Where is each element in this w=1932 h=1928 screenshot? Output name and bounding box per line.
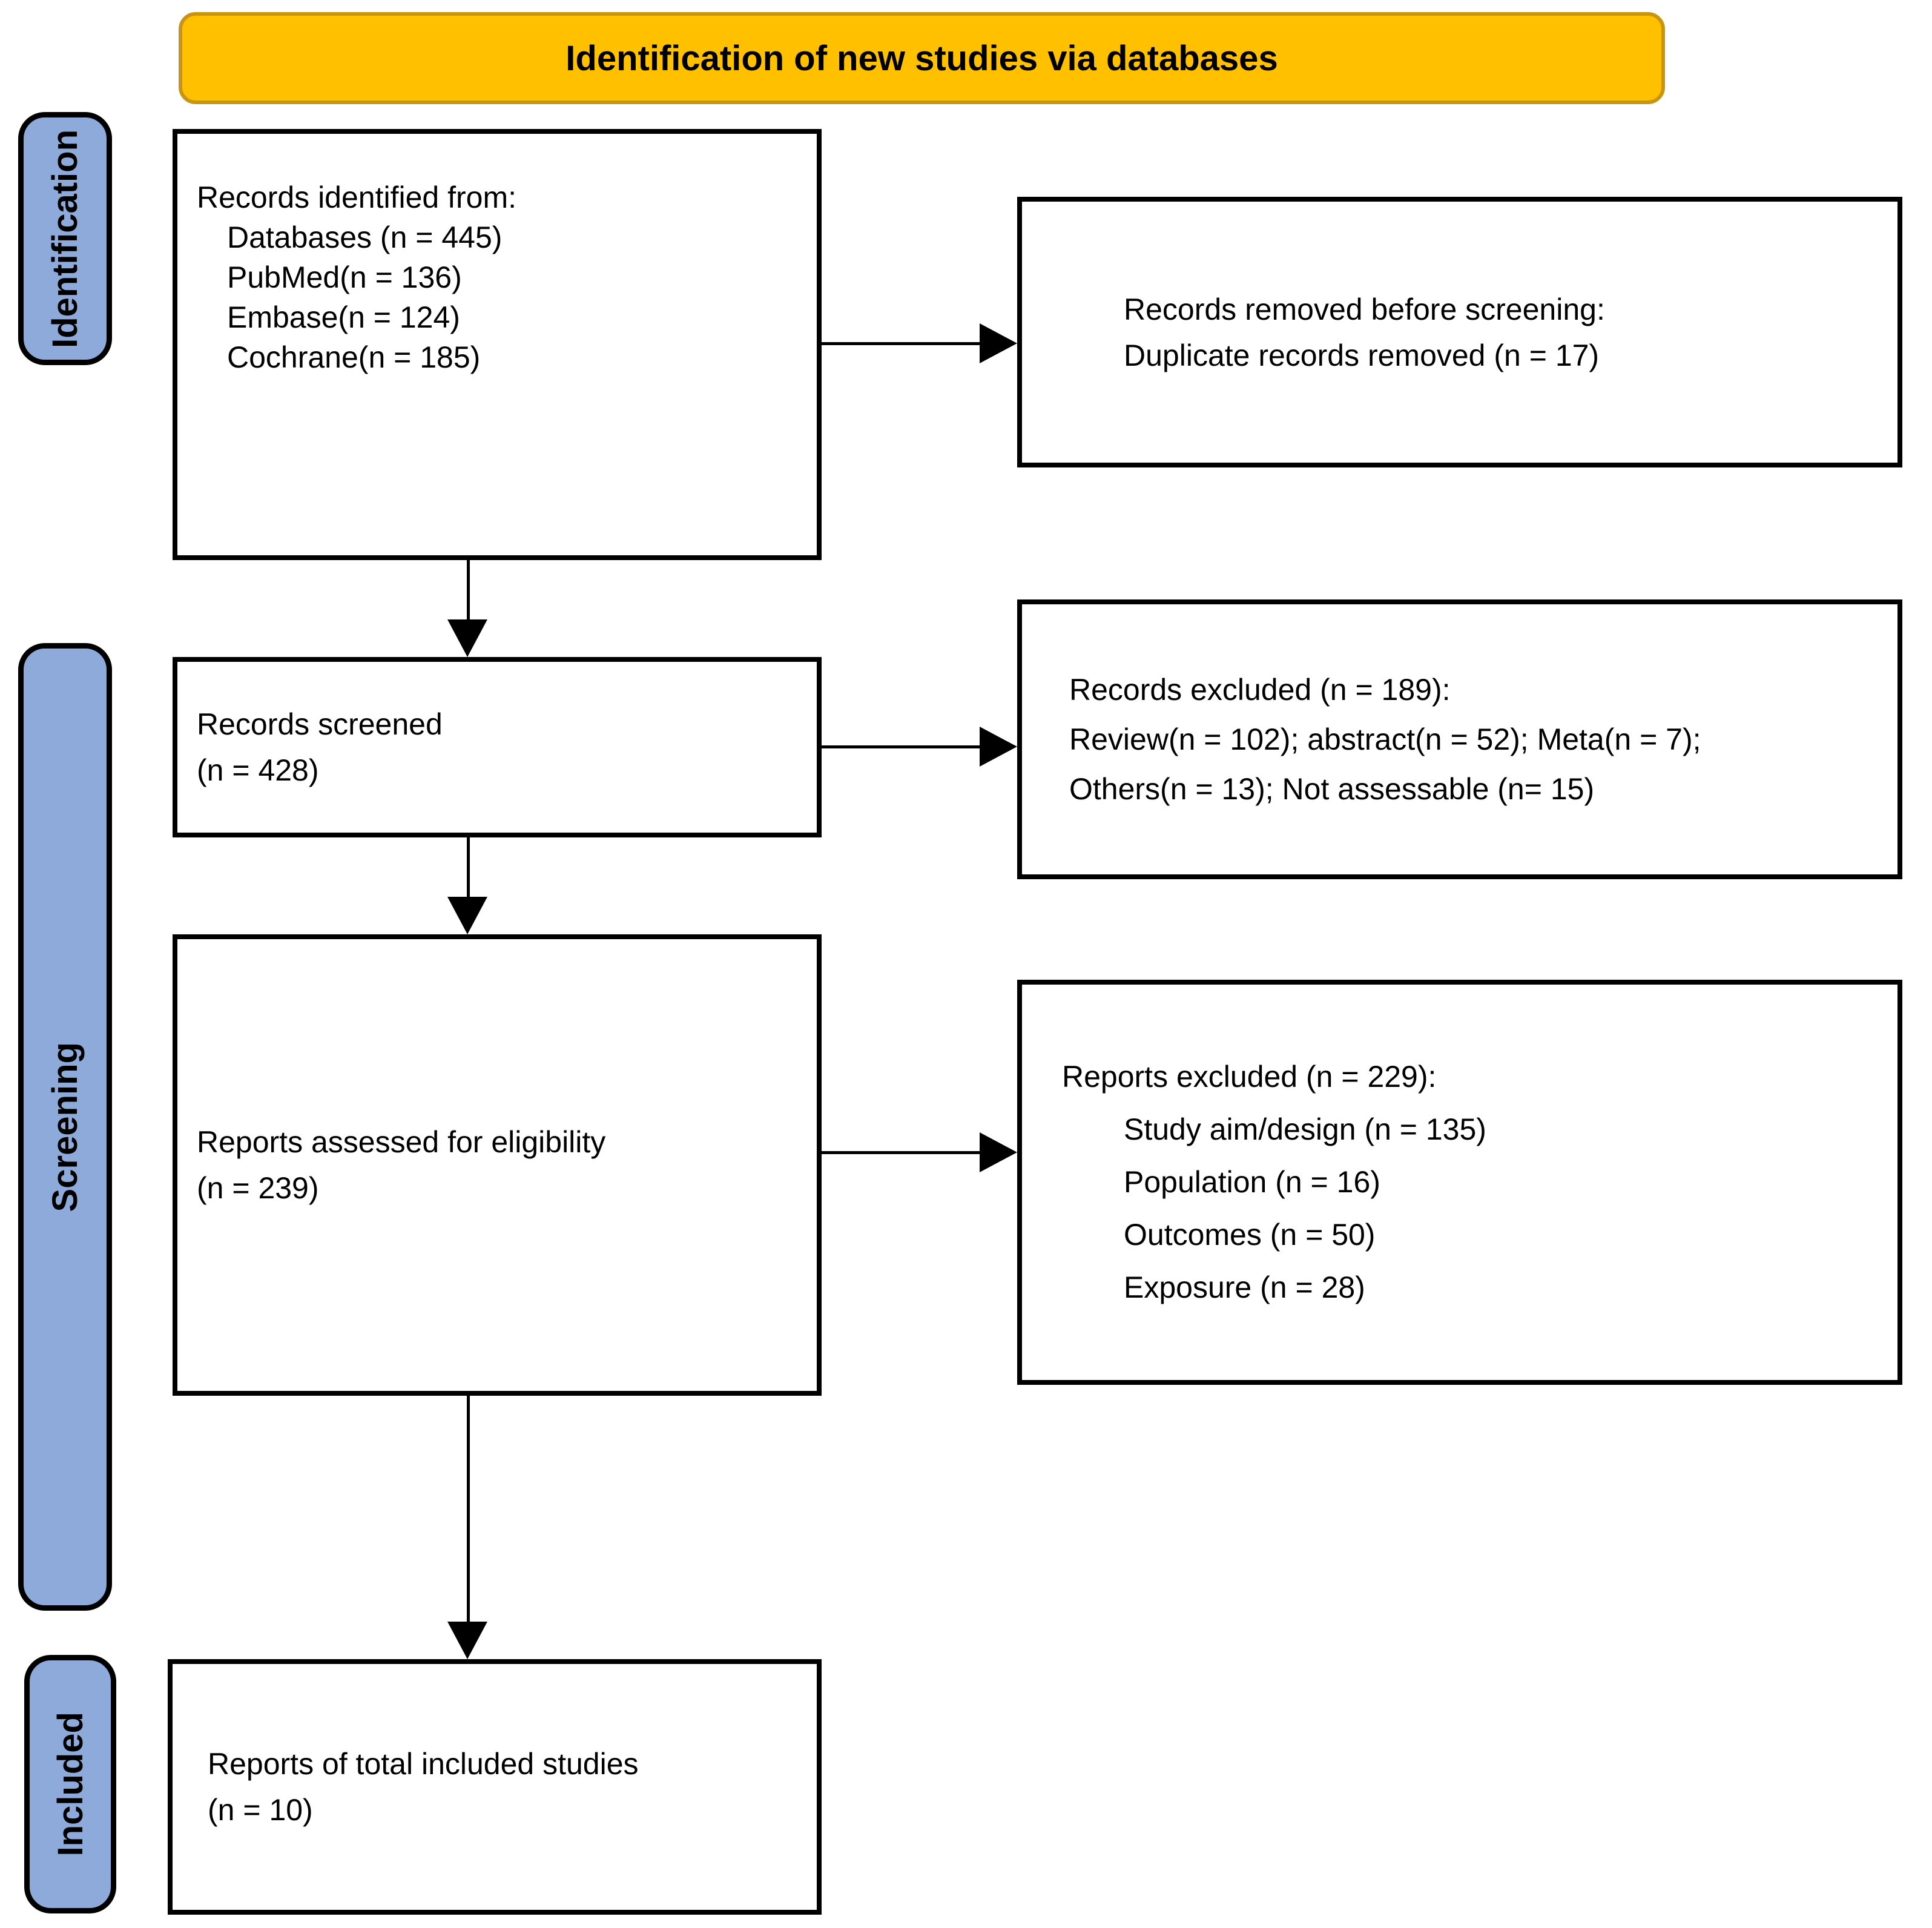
stage-tab-identification: Identification xyxy=(18,112,112,365)
box-reports-assessed: Reports assessed for eligibility (n = 23… xyxy=(173,934,822,1396)
arrow-assessed-to-included-head xyxy=(447,1622,487,1659)
reports-assessed-label: Reports assessed for eligibility xyxy=(197,1125,606,1159)
reports-included-label: Reports of total included studies xyxy=(208,1747,639,1781)
records-removed-duplicates: Duplicate records removed (n = 17) xyxy=(1124,338,1600,372)
box-records-screened: Records screened (n = 428) xyxy=(173,657,822,837)
arrow-assessed-to-excluded-head xyxy=(980,1132,1017,1172)
records-identified-cochrane: Cochrane(n = 185) xyxy=(227,340,481,374)
stage-tab-screening: Screening xyxy=(18,643,112,1611)
arrow-identified-to-screened-line xyxy=(467,559,470,621)
box-reports-included: Reports of total included studies (n = 1… xyxy=(168,1659,822,1915)
arrow-assessed-to-included-line xyxy=(467,1395,470,1623)
arrow-identified-to-removed-line xyxy=(820,342,981,345)
stage-label-identification: Identification xyxy=(45,129,85,348)
reports-excluded-heading: Reports excluded (n = 229): xyxy=(1062,1060,1437,1094)
arrow-assessed-to-excluded-line xyxy=(822,1151,981,1154)
records-identified-databases: Databases (n = 445) xyxy=(227,220,503,254)
stage-tab-included: Included xyxy=(24,1655,116,1913)
arrow-identified-to-screened-head xyxy=(447,619,487,657)
arrow-screened-to-excluded-line xyxy=(820,745,981,748)
reports-excluded-outcomes: Outcomes (n = 50) xyxy=(1124,1218,1376,1252)
records-screened-label: Records screened xyxy=(197,707,443,741)
reports-excluded-exposure: Exposure (n = 28) xyxy=(1124,1270,1365,1304)
box-records-excluded: Records excluded (n = 189): Review(n = 1… xyxy=(1017,599,1902,879)
title-banner: Identification of new studies via databa… xyxy=(179,12,1665,104)
box-records-removed: Records removed before screening: Duplic… xyxy=(1017,197,1902,467)
reports-excluded-population: Population (n = 16) xyxy=(1124,1165,1380,1199)
diagram-title: Identification of new studies via databa… xyxy=(565,38,1278,78)
arrow-screened-to-assessed-head xyxy=(447,897,487,934)
stage-label-included: Included xyxy=(50,1712,90,1857)
reports-assessed-count: (n = 239) xyxy=(197,1171,319,1205)
records-identified-pubmed: PubMed(n = 136) xyxy=(227,260,462,294)
box-reports-excluded: Reports excluded (n = 229): Study aim/de… xyxy=(1017,980,1902,1385)
stage-label-screening: Screening xyxy=(45,1042,85,1212)
records-excluded-heading: Records excluded (n = 189): xyxy=(1069,673,1451,707)
reports-included-count: (n = 10) xyxy=(208,1793,313,1827)
arrow-screened-to-excluded-head xyxy=(980,727,1017,767)
records-identified-embase: Embase(n = 124) xyxy=(227,300,460,334)
records-excluded-reasons-1: Review(n = 102); abstract(n = 52); Meta(… xyxy=(1069,722,1701,756)
arrow-identified-to-removed-head xyxy=(980,323,1017,363)
reports-excluded-study-aim: Study aim/design (n = 135) xyxy=(1124,1112,1486,1146)
arrow-screened-to-assessed-line xyxy=(467,837,470,898)
records-excluded-reasons-2: Others(n = 13); Not assessable (n= 15) xyxy=(1069,772,1595,806)
records-identified-heading: Records identified from: xyxy=(197,180,517,214)
box-records-identified: Records identified from: Databases (n = … xyxy=(173,129,822,560)
records-removed-heading: Records removed before screening: xyxy=(1124,292,1605,326)
records-screened-count: (n = 428) xyxy=(197,753,319,787)
